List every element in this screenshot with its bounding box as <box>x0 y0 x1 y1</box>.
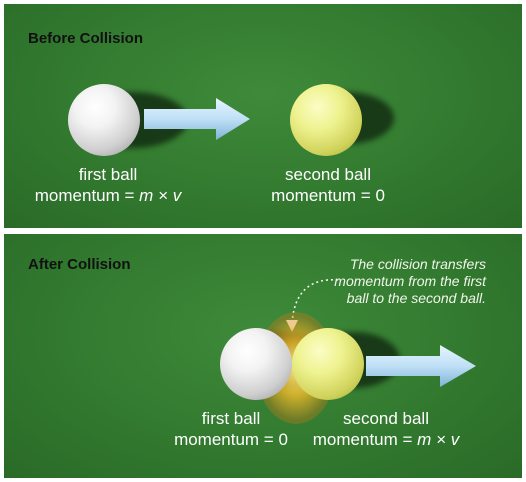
momentum-prefix: momentum = <box>174 430 279 449</box>
after-second-ball-name: second ball <box>342 409 429 428</box>
momentum-expression: 0 <box>278 430 288 449</box>
before-second-ball-name: second ball <box>284 165 371 184</box>
after-collision-panel: After Collision The collision transfers … <box>4 234 522 478</box>
momentum-prefix: momentum = <box>34 186 140 205</box>
annotation-line-2: momentum from the first <box>334 273 486 289</box>
after-first-ball-name: first ball <box>201 409 261 428</box>
before-first-ball-momentum: momentum = m × v <box>28 185 188 206</box>
before-second-ball-label: second ball momentum = 0 <box>248 164 408 206</box>
motion-arrow-icon <box>144 98 250 140</box>
yellow-ball-icon <box>290 84 362 156</box>
collision-annotation: The collision transfers momentum from th… <box>304 256 486 307</box>
annotation-line-1: The collision transfers <box>349 256 486 272</box>
after-first-ball-momentum: momentum = 0 <box>158 429 304 450</box>
white-ball-icon <box>220 328 292 400</box>
before-collision-panel: Before Collision first ball momentum = m… <box>4 4 522 228</box>
annotation-line-3: ball to the second ball. <box>346 290 486 306</box>
momentum-prefix: momentum = <box>312 430 418 449</box>
yellow-ball-icon <box>292 328 364 400</box>
after-heading: After Collision <box>28 256 131 273</box>
white-ball-icon <box>68 84 140 156</box>
before-first-ball-label: first ball momentum = m × v <box>28 164 188 206</box>
momentum-expression: m × v <box>139 186 182 205</box>
momentum-expression: m × v <box>417 430 460 449</box>
momentum-expression: 0 <box>375 186 385 205</box>
after-second-ball-label: second ball momentum = m × v <box>298 408 474 450</box>
before-first-ball-name: first ball <box>78 165 138 184</box>
momentum-prefix: momentum = <box>271 186 376 205</box>
before-heading: Before Collision <box>28 30 144 47</box>
after-second-ball-momentum: momentum = m × v <box>298 429 474 450</box>
after-first-ball-label: first ball momentum = 0 <box>158 408 304 450</box>
motion-arrow-icon <box>366 345 476 387</box>
before-second-ball-momentum: momentum = 0 <box>248 185 408 206</box>
